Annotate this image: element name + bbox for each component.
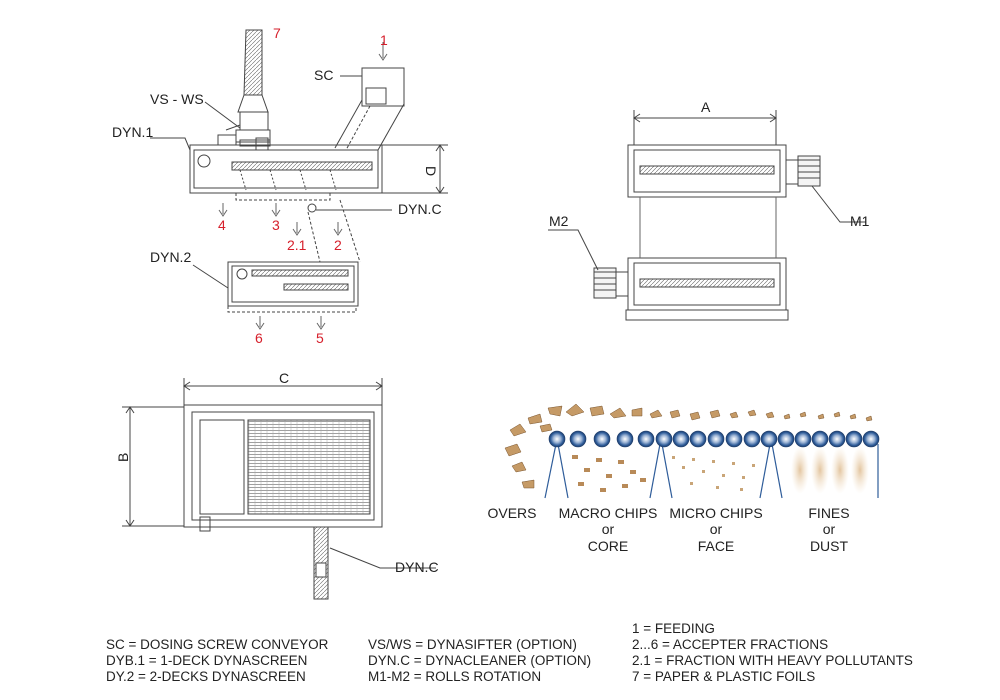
roll: [794, 430, 812, 448]
roll: [655, 430, 673, 448]
roll: [845, 430, 863, 448]
legend-item: 2.1 = FRACTION WITH HEAVY POLLUTANTS: [632, 653, 913, 668]
roll: [777, 430, 795, 448]
flow-number-6: 6: [255, 330, 263, 346]
dimension-b: [122, 406, 184, 527]
fraction-line1: FINES: [808, 505, 849, 521]
legend-item: DYN.C = DYNACLEANER (OPTION): [368, 653, 592, 668]
separator-lines: [544, 443, 879, 499]
dyn2-body: [227, 261, 359, 313]
legend-item: DY.2 = 2-DECKS DYNASCREEN: [106, 669, 306, 684]
roll: [811, 430, 829, 448]
dim-c-label: C: [279, 370, 289, 386]
dyn2-leader-line: [192, 264, 229, 289]
dosing-screw-conveyor: [334, 67, 405, 151]
roll: [593, 430, 611, 448]
dync-top-label: DYN.C: [398, 201, 442, 217]
legend-item: 1 = FEEDING: [632, 621, 715, 636]
fraction-line2: or: [602, 521, 615, 537]
dyn2-label: DYN.2: [150, 249, 191, 265]
flow-number-7: 7: [273, 25, 281, 41]
fraction-label-macro: MACRO CHIPS or CORE: [559, 505, 658, 554]
roll: [616, 430, 634, 448]
flow-number-1: 1: [380, 32, 388, 48]
fraction-label-micro: MICRO CHIPS or FACE: [669, 505, 762, 554]
dyn1-label: DYN.1: [112, 124, 153, 140]
legend-item: 7 = PAPER & PLASTIC FOILS: [632, 669, 816, 684]
dimension-d: [382, 144, 448, 194]
roll: [862, 430, 880, 448]
fraction-line1: MACRO CHIPS: [559, 505, 658, 521]
flow-arrows: [218, 42, 388, 330]
flow-number-2-1: 2.1: [287, 237, 307, 253]
plan-view-drawing: [122, 378, 436, 600]
dim-b-label: B: [115, 453, 131, 462]
roll: [828, 430, 846, 448]
dynacleaner-screw: [313, 526, 329, 600]
flow-number-2: 2: [334, 237, 342, 253]
screening-rolls: [548, 430, 880, 448]
roll: [548, 430, 566, 448]
side-view-drawing: [150, 29, 448, 330]
roll: [725, 430, 743, 448]
sc-label: SC: [314, 67, 333, 83]
legend-column-3: 1 = FEEDING 2...6 = ACCEPTER FRACTIONS 2…: [632, 621, 913, 685]
m2-label: M2: [549, 213, 569, 229]
lower-roll-unit: [593, 257, 787, 311]
fraction-line3: DUST: [810, 538, 849, 554]
fraction-line2: or: [710, 521, 723, 537]
roll: [569, 430, 587, 448]
legend-item: 2...6 = ACCEPTER FRACTIONS: [632, 637, 829, 652]
fraction-label-fines: FINES or DUST: [808, 505, 849, 554]
dim-d-label: D: [423, 166, 439, 176]
dim-a-label: A: [701, 99, 711, 115]
chip-layer: [504, 403, 873, 489]
roll: [743, 430, 761, 448]
legend-item: DYB.1 = 1-DECK DYNASCREEN: [106, 653, 308, 668]
flow-number-3: 3: [272, 217, 280, 233]
roll: [707, 430, 725, 448]
fraction-line1: MICRO CHIPS: [669, 505, 762, 521]
fraction-line3: FACE: [698, 538, 735, 554]
fraction-line2: or: [823, 521, 836, 537]
legend-item: VS/WS = DYNASIFTER (OPTION): [368, 637, 577, 652]
roll: [672, 430, 690, 448]
m1-leader-line: [811, 185, 866, 223]
flow-number-5: 5: [316, 330, 324, 346]
fraction-line3: CORE: [588, 538, 628, 554]
dync-bottom-label: DYN.C: [395, 559, 439, 575]
dust-falling: [791, 446, 869, 494]
vsws-leader-line: [204, 101, 241, 129]
dync-bottom-leader-line: [329, 547, 436, 569]
flexible-hose: [237, 29, 269, 113]
macro-chips-falling: [572, 455, 646, 492]
m2-leader-line: [548, 229, 599, 271]
roll: [637, 430, 655, 448]
dyn1-body: [189, 139, 383, 263]
legend-item: M1-M2 = ROLLS ROTATION: [368, 669, 542, 684]
dimension-a: [633, 110, 777, 145]
roll: [689, 430, 707, 448]
screening-illustration: [504, 403, 880, 499]
dyn1-leader-line: [150, 137, 191, 151]
fraction-line1: OVERS: [487, 505, 536, 521]
legend-column-2: VS/WS = DYNASIFTER (OPTION) DYN.C = DYNA…: [368, 637, 591, 685]
top-view-drawing: [548, 110, 866, 321]
roll: [760, 430, 778, 448]
legend-item: SC = DOSING SCREW CONVEYOR: [106, 637, 329, 652]
dimension-c: [183, 378, 383, 405]
legend-column-1: SC = DOSING SCREW CONVEYOR DYB.1 = 1-DEC…: [106, 637, 328, 685]
vsws-label: VS - WS: [150, 91, 204, 107]
m1-label: M1: [850, 213, 870, 229]
micro-chips-falling: [672, 456, 755, 491]
fraction-label-overs: OVERS: [487, 505, 536, 521]
flow-number-4: 4: [218, 217, 226, 233]
upper-roll-unit: [627, 144, 821, 198]
